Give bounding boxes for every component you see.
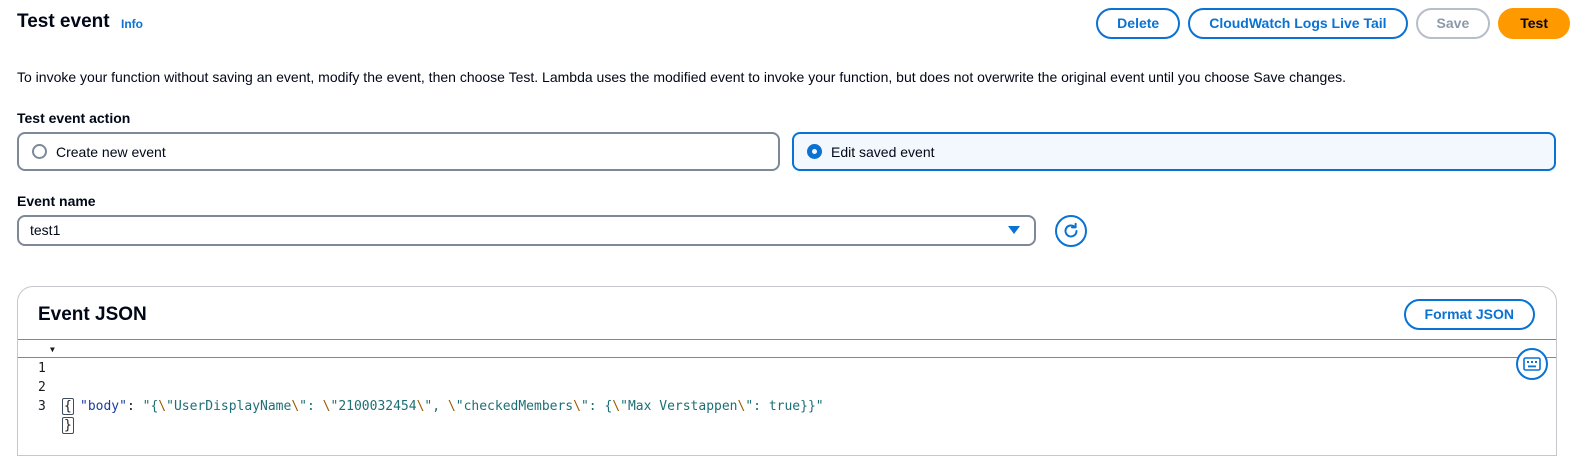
keyboard-shortcuts-button[interactable] [1516,348,1548,380]
event-name-value: test1 [30,222,61,238]
header-actions: Delete CloudWatch Logs Live Tail Save Te… [1096,8,1570,39]
save-button[interactable]: Save [1415,8,1491,39]
description-text: To invoke your function without saving a… [17,69,1346,85]
info-link[interactable]: Info [121,17,143,31]
keyboard-icon [1523,357,1541,371]
test-event-action-label: Test event action [17,110,131,126]
line-number: 1 [38,361,46,376]
create-new-event-label: Create new event [56,143,166,160]
code-line-1: 1 ▼ { [18,340,74,415]
code-line-3: 3 } [18,378,74,434]
event-name-select[interactable]: test1 [17,215,1036,246]
event-json-title: Event JSON [38,304,147,325]
edit-saved-event-label: Edit saved event [831,143,935,160]
code-line-2: 2 "body": "{\"UserDisplayName\": \"21000… [18,359,824,414]
cloudwatch-live-tail-button[interactable]: CloudWatch Logs Live Tail [1188,8,1408,39]
active-line-highlight [18,340,1556,358]
close-brace: } [62,417,74,434]
page-header: Test event Info Delete CloudWatch Logs L… [17,8,1570,39]
line-number: 3 [38,399,46,414]
json-code-editor[interactable]: 1 ▼ { 2 "body": "{\"UserDisplayName\": \… [18,339,1556,455]
open-brace: { [62,398,74,415]
code-line-2-text: "body": "{\"UserDisplayName\": \"2100032… [80,399,824,414]
fold-triangle-icon[interactable]: ▼ [50,345,55,354]
refresh-icon [1064,222,1078,238]
create-new-event-option[interactable]: Create new event [17,132,780,171]
format-json-button[interactable]: Format JSON [1403,299,1535,330]
page-title: Test event [17,11,110,32]
refresh-button[interactable] [1055,215,1087,247]
event-name-label: Event name [17,193,96,209]
caret-down-icon [1008,226,1020,234]
delete-button[interactable]: Delete [1096,8,1181,39]
create-new-event-radio[interactable] [32,144,47,159]
edit-saved-event-option[interactable]: Edit saved event [792,132,1556,171]
test-button[interactable]: Test [1498,8,1570,39]
line-number: 2 [38,380,46,395]
event-json-panel: Event JSON Format JSON 1 ▼ { 2 "body": "… [17,286,1557,456]
edit-saved-event-radio[interactable] [807,144,822,159]
